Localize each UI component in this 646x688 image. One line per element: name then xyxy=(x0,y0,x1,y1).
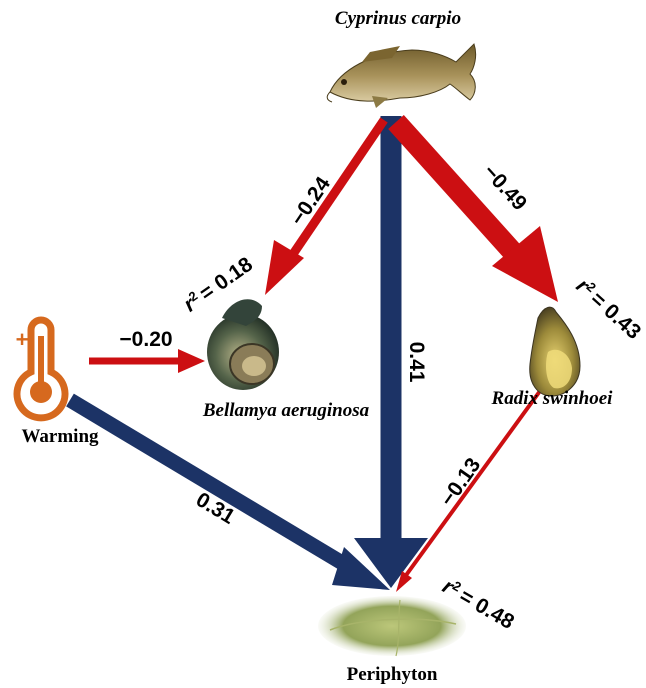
edge-carp-to-bellamya xyxy=(265,120,384,295)
node-label-radix-swinhoei: Radix swinhoei xyxy=(491,388,614,409)
thermometer-icon: + xyxy=(16,320,65,418)
fish-icon xyxy=(327,44,475,108)
r2-radix: r2= 0.43 xyxy=(572,273,646,344)
coef-radix-to-periphyton: −0.13 xyxy=(436,454,485,511)
coef-carp-to-periphyton: 0.41 xyxy=(405,342,428,383)
coef-carp-to-radix: −0.49 xyxy=(479,160,532,215)
leaf-biofilm-icon xyxy=(318,596,466,656)
node-label-warming: Warming xyxy=(21,426,99,447)
warming-plus-sign: + xyxy=(16,327,29,352)
node-label-bellamya-aeruginosa: Bellamya aeruginosa xyxy=(202,400,370,421)
edge-warming-to-periphyton xyxy=(70,400,390,590)
coef-warming-to-bellamya: −0.20 xyxy=(119,328,172,351)
node-label-periphyton: Periphyton xyxy=(347,664,438,685)
snail-icon xyxy=(207,299,279,390)
edge-carp-to-radix xyxy=(396,122,558,302)
edge-warming-to-bellamya xyxy=(89,349,205,373)
pond-snail-icon xyxy=(530,307,580,396)
node-label-cyprinus-carpio: Cyprinus carpio xyxy=(335,8,461,29)
